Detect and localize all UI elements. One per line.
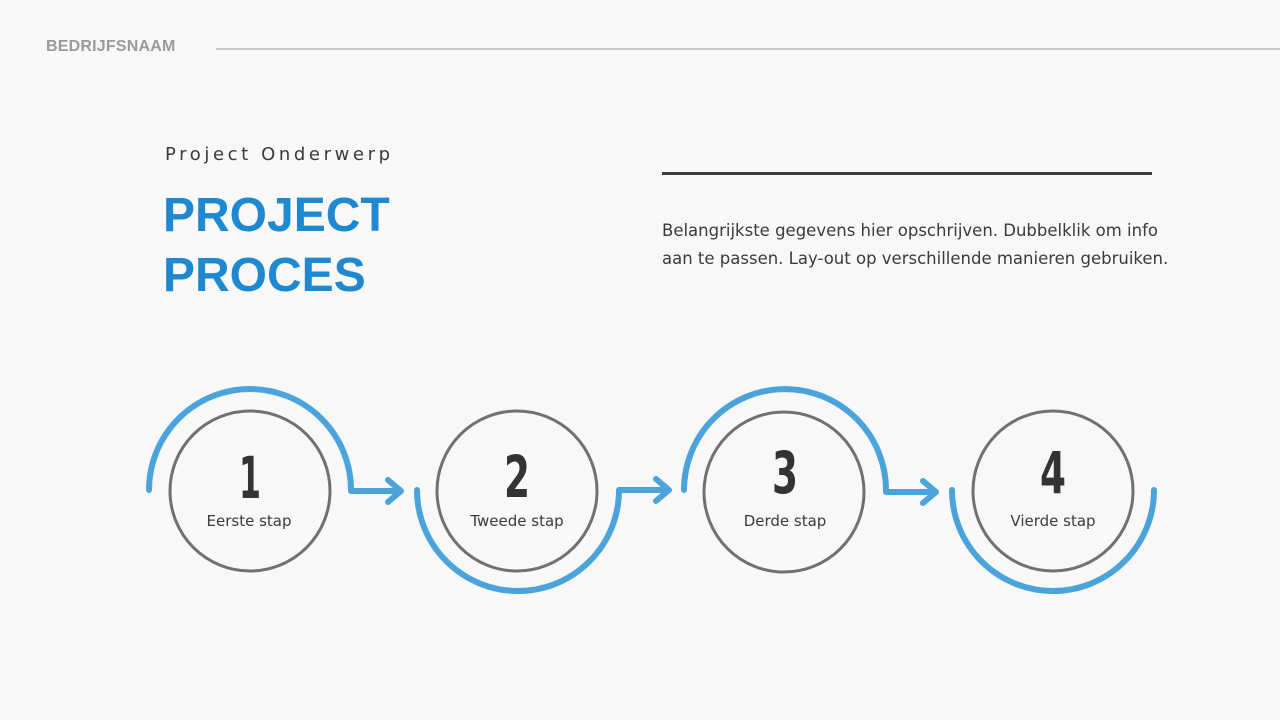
step-label-2: Tweede stap (469, 512, 563, 530)
step-1: 1 Eerste stap (207, 444, 292, 530)
step-circle-4 (971, 409, 1135, 573)
step-4: 4 Vierde stap (1010, 439, 1095, 530)
arc-step-1 (146, 386, 403, 494)
title-line-2: PROCES (163, 249, 366, 302)
page-title: PROJECT PROCES (163, 186, 390, 306)
step-circle-1 (168, 409, 332, 573)
step-number-2: 2 (504, 443, 530, 511)
arc-step-3 (681, 386, 938, 495)
description-text: Belangrijkste gegevens hier opschrijven.… (662, 221, 1169, 268)
project-subtitle: Project Onderwerp (165, 144, 394, 165)
company-name: BEDRIJFSNAAM (46, 38, 176, 55)
arrow-head-3 (920, 478, 939, 506)
step-circles (168, 409, 1135, 574)
step-3: 3 Derde stap (744, 439, 827, 530)
step-2: 2 Tweede stap (469, 443, 563, 530)
arrow-head-2 (653, 476, 672, 504)
step-label-3: Derde stap (744, 512, 827, 530)
description-divider (662, 172, 1152, 175)
title-line-1: PROJECT (163, 189, 390, 242)
step-circle-3 (702, 410, 866, 574)
step-number-1: 1 (239, 444, 261, 512)
connector-arcs (146, 386, 1157, 594)
step-number-3: 3 (772, 439, 798, 507)
step-label-4: Vierde stap (1010, 512, 1095, 530)
step-circle-2 (435, 409, 599, 573)
header-divider (216, 48, 1280, 50)
arc-step-2 (414, 487, 671, 594)
arc-step-4 (949, 487, 1157, 594)
step-label-1: Eerste stap (207, 512, 292, 530)
arrow-head-1 (385, 477, 404, 505)
step-number-4: 4 (1040, 439, 1066, 507)
